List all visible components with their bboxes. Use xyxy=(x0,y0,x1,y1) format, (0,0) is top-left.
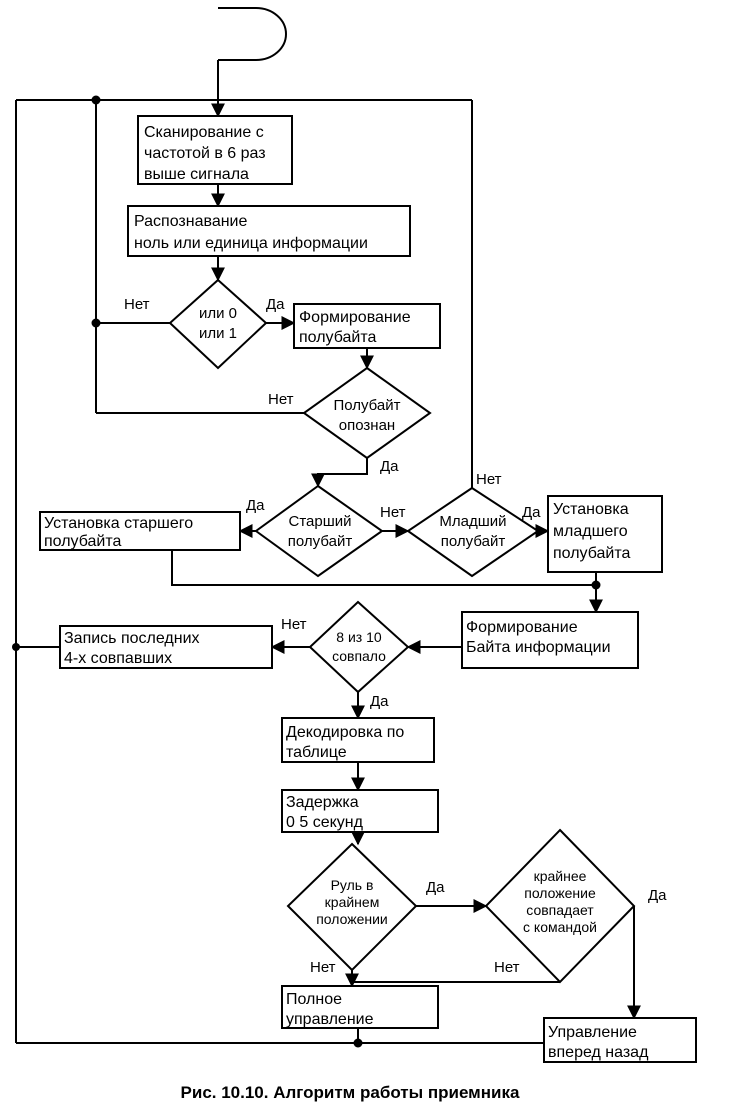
nibble-known-text-2: опознан xyxy=(339,417,395,434)
yes-label: Да xyxy=(426,879,445,896)
connector-line xyxy=(171,550,596,586)
set-low-text-2: младшего xyxy=(553,523,628,540)
wheel-text-2: крайнем xyxy=(325,894,380,910)
fwd-back-text-1: Управление xyxy=(548,1024,637,1041)
set-low-text-3: полубайта xyxy=(553,545,631,562)
recognize-block xyxy=(127,205,411,257)
low-nibble-text-1: Младший xyxy=(439,513,506,530)
recognize-text-1: Распознавание xyxy=(134,213,247,230)
zero-one-decision xyxy=(168,278,268,370)
decode-text-2: таблице xyxy=(286,744,347,761)
no-label: Нет xyxy=(310,959,336,976)
full-control-block xyxy=(281,985,439,1029)
zero-one-text-1: или 0 xyxy=(199,305,237,322)
scan-text-2: частотой в 6 раз xyxy=(144,145,266,162)
start-terminator xyxy=(218,7,287,61)
extreme-text-2: положение xyxy=(524,885,596,901)
extreme-text-3: совпадает xyxy=(526,902,594,918)
figure-caption: Рис. 10.10. Алгоритм работы приемника xyxy=(181,1083,520,1102)
form-nibble-block xyxy=(293,303,441,349)
delay-text-2: 0 5 секунд xyxy=(286,814,364,831)
scan-text-1: Сканирование с xyxy=(144,124,264,141)
form-byte-block xyxy=(461,611,639,669)
no-label: Нет xyxy=(281,616,307,633)
set-low-text-1: Установка xyxy=(553,501,629,518)
form-nibble-text-1: Формирование xyxy=(299,309,411,326)
delay-text-1: Задержка xyxy=(286,794,359,811)
low-nibble-decision xyxy=(406,486,540,578)
match-decision xyxy=(308,600,410,694)
fwd-back-block xyxy=(543,1017,697,1063)
scan-block xyxy=(137,115,293,185)
form-byte-text-1: Формирование xyxy=(466,619,578,636)
yes-label: Да xyxy=(522,504,541,521)
yes-label: Да xyxy=(266,296,285,313)
yes-label: Да xyxy=(246,497,265,514)
record-text-1: Запись последних xyxy=(64,630,200,647)
yes-label: Да xyxy=(380,458,399,475)
full-control-text-2: управление xyxy=(286,1011,374,1028)
yes-label: Да xyxy=(648,887,667,904)
zero-one-text-2: или 1 xyxy=(199,325,237,342)
extreme-text-1: крайнее xyxy=(534,868,587,884)
wheel-text-3: положении xyxy=(316,911,388,927)
junction-dot xyxy=(591,580,601,590)
junction-dot xyxy=(353,1038,363,1048)
junction-dot xyxy=(91,95,101,105)
set-low-block xyxy=(547,495,663,573)
no-label: Нет xyxy=(494,959,520,976)
set-high-text-2: полубайта xyxy=(44,533,122,550)
form-byte-text-2: Байта информации xyxy=(466,639,611,656)
high-nibble-decision xyxy=(254,484,384,578)
extreme-text-4: с командой xyxy=(523,919,597,935)
scan-text-3: выше сигнала xyxy=(144,166,249,183)
fwd-back-text-2: вперед назад xyxy=(548,1044,649,1061)
high-nibble-text-1: Старший xyxy=(288,513,351,530)
record-block xyxy=(59,625,273,669)
high-nibble-text-2: полубайт xyxy=(288,533,353,550)
decode-text-1: Декодировка по xyxy=(286,724,404,741)
no-label: Нет xyxy=(124,296,150,313)
nibble-known-text-1: Полубайт xyxy=(333,397,400,414)
full-control-text-1: Полное xyxy=(286,991,342,1008)
wheel-text-1: Руль в xyxy=(331,877,374,893)
no-label: Нет xyxy=(380,504,406,521)
record-text-2: 4-х совпавших xyxy=(64,650,172,667)
set-high-block xyxy=(39,511,241,551)
no-label: Нет xyxy=(268,391,294,408)
match-text-1: 8 из 10 xyxy=(336,629,382,645)
recognize-text-2: ноль или единица информации xyxy=(134,235,368,252)
match-text-2: совпало xyxy=(332,648,386,664)
low-nibble-text-2: полубайт xyxy=(441,533,506,550)
connector-line xyxy=(311,458,368,488)
yes-label: Да xyxy=(370,693,389,710)
no-label: Нет xyxy=(476,471,502,488)
form-nibble-text-2: полубайта xyxy=(299,329,377,346)
set-high-text-1: Установка старшего xyxy=(44,515,193,532)
